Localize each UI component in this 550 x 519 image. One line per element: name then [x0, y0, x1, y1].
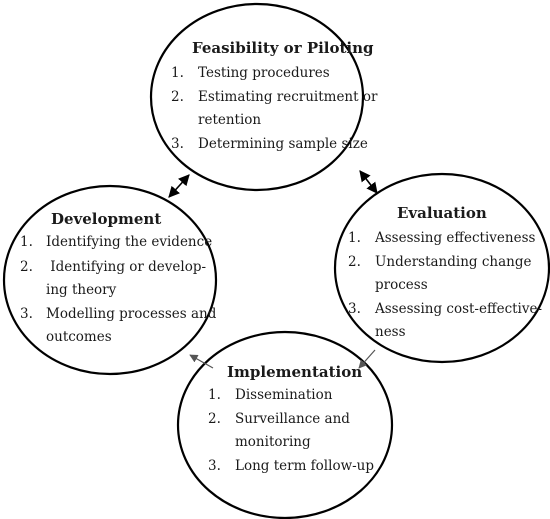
implementation-title: Implementation	[227, 363, 363, 381]
feasibility-development-arrow	[168, 174, 190, 198]
feasibility-title: Feasibility or Piloting	[192, 39, 374, 57]
development-title: Development	[51, 210, 162, 228]
development-circle	[2, 184, 218, 376]
feasibility-circle	[149, 2, 365, 192]
evaluation-circle	[333, 172, 550, 364]
feasibility-evaluation-arrow	[359, 170, 378, 194]
implementation-circle	[176, 330, 394, 519]
evaluation-implementation-arrow	[358, 349, 376, 369]
implementation-development-arrow	[189, 354, 214, 369]
evaluation-title: Evaluation	[397, 204, 487, 222]
